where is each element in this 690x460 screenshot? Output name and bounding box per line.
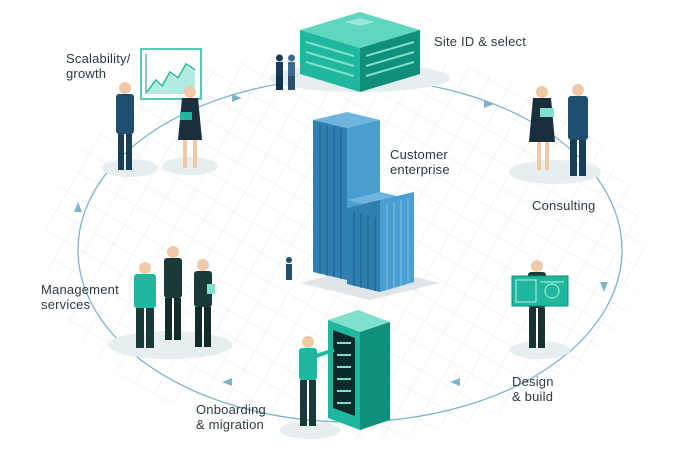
server-rack-icon — [328, 310, 390, 430]
arrow-icon — [600, 282, 608, 292]
data-center-building-icon — [270, 12, 450, 92]
technician-figure — [299, 336, 335, 426]
stage-label-onboarding: Onboarding & migration — [196, 402, 266, 432]
blueprint-board-icon — [511, 275, 569, 307]
stage-label-consulting: Consulting — [532, 198, 596, 213]
stage-label-management: Management services — [41, 282, 119, 312]
ring-arrows — [74, 94, 608, 386]
consultant-woman-figure — [529, 86, 555, 170]
arrow-icon — [222, 378, 232, 386]
consultant-man-figure — [568, 84, 588, 176]
arrow-icon — [450, 378, 460, 386]
stage-label-design: Design & build — [512, 374, 554, 404]
arrow-icon — [74, 202, 82, 212]
visitor-figures — [276, 54, 295, 90]
office-tower-icon — [300, 112, 440, 300]
arrow-icon — [232, 94, 242, 102]
businessman-figure — [116, 82, 134, 170]
small-figure — [286, 257, 292, 280]
center-label: Customer enterprise — [390, 147, 450, 177]
manager-figures — [134, 246, 215, 348]
businesswoman-figure — [178, 86, 202, 168]
arrow-icon — [484, 100, 494, 108]
stage-label-site: Site ID & select — [434, 34, 527, 49]
stage-label-scalability: Scalability/ growth — [66, 51, 131, 81]
